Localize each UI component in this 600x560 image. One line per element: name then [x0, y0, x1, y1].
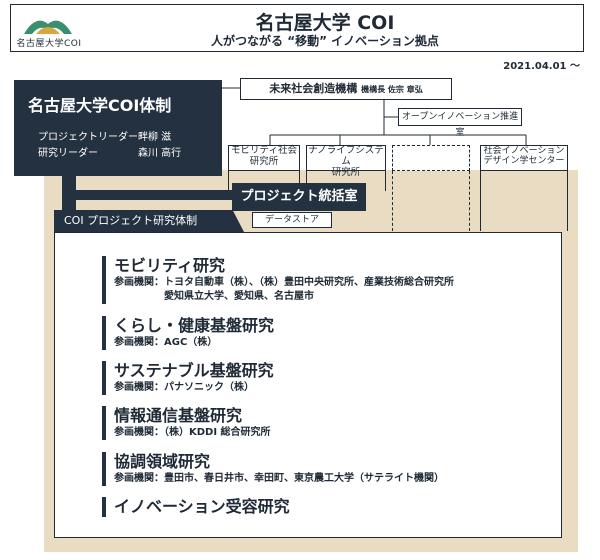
open-innovation-box: オープンイノベーション推進室 [398, 108, 522, 138]
leader-role: プロジェクトリーダー [38, 132, 138, 143]
research-area-item: くらし・健康基盤研究 参画機関：AGC（株） [102, 316, 274, 350]
datastore-box: データストア [252, 212, 332, 228]
leader-name: 畔柳 滋 [138, 132, 172, 143]
research-area-title: 情報通信基盤研究 [114, 406, 243, 425]
institute-column [480, 171, 568, 231]
coi-system-box [14, 80, 222, 176]
research-area-item: モビリティ研究 参画機関：トヨタ自動車（株）、（株）豊田中央研究所、産業技術総合… [102, 256, 454, 304]
institute-column [228, 171, 300, 191]
research-area-partners: 参画機関：トヨタ自動車（株）、（株）豊田中央研究所、産業技術総合研究所 [114, 277, 454, 288]
effective-date: 2021.04.01 ～ [503, 61, 580, 72]
page-subtitle: 人がつながる “移動” イノベーション拠点 [211, 34, 439, 48]
research-area-partners: 愛知県立大学、愛知県、名古屋市 [114, 291, 314, 302]
leader-role: 研究リーダー [38, 148, 98, 159]
research-area-item: イノベーション受容研究 [102, 497, 290, 517]
future-society-org-name: 未来社会創造機構 [269, 82, 358, 95]
coi-logo-icon [24, 20, 72, 34]
institute-placeholder [392, 145, 470, 171]
research-area-partners: 参画機関：豊田市、春日井市、幸田町、東京農工大学（サテライト機関） [114, 473, 444, 484]
institute-nanolife: ナノライフシステム 研究所 [306, 145, 386, 178]
research-area-title: イノベーション受容研究 [114, 497, 290, 516]
research-area-partners: 参画機関：パナソニック（株） [114, 382, 254, 393]
research-area-partners: 参画機関：AGC（株） [114, 337, 218, 348]
future-society-org-head: 機構長 佐宗 章弘 [361, 85, 423, 94]
future-society-org-box: 未来社会創造機構 機構長 佐宗 章弘 [240, 78, 452, 100]
leader-name: 森川 高行 [138, 148, 182, 159]
research-area-item: サステナブル基盤研究 参画機関：パナソニック（株） [102, 361, 274, 395]
header-box [10, 4, 584, 52]
research-area-item: 情報通信基盤研究 参画機関：（株）KDDI 総合研究所 [102, 406, 271, 440]
research-area-partners: 参画機関：（株）KDDI 総合研究所 [114, 427, 271, 438]
page-title: 名古屋大学 COI [255, 12, 395, 34]
coi-research-structure-tab: COI プロジェクト研究体制 [54, 210, 244, 232]
institute-mobility-society: モビリティ社会 研究所 [228, 145, 300, 171]
coi-system-title: 名古屋大学COI体制 [28, 96, 172, 115]
research-area-item: 協調領域研究 参画機関：豊田市、春日井市、幸田町、東京農工大学（サテライト機関） [102, 452, 444, 486]
research-area-title: くらし・健康基盤研究 [114, 316, 275, 335]
institute-column [392, 171, 470, 231]
research-area-title: モビリティ研究 [114, 256, 226, 275]
project-management-office: プロジェクト統括室 [232, 183, 366, 211]
connector-bar [62, 190, 234, 200]
logo-text: 名古屋大学COI [16, 39, 82, 49]
research-areas-panel [54, 232, 562, 538]
institute-social-innovation: 社会イノベーション デザイン学センター [480, 145, 568, 171]
research-area-title: 協調領域研究 [114, 452, 211, 471]
institute-column [306, 171, 386, 191]
research-area-title: サステナブル基盤研究 [114, 361, 274, 380]
